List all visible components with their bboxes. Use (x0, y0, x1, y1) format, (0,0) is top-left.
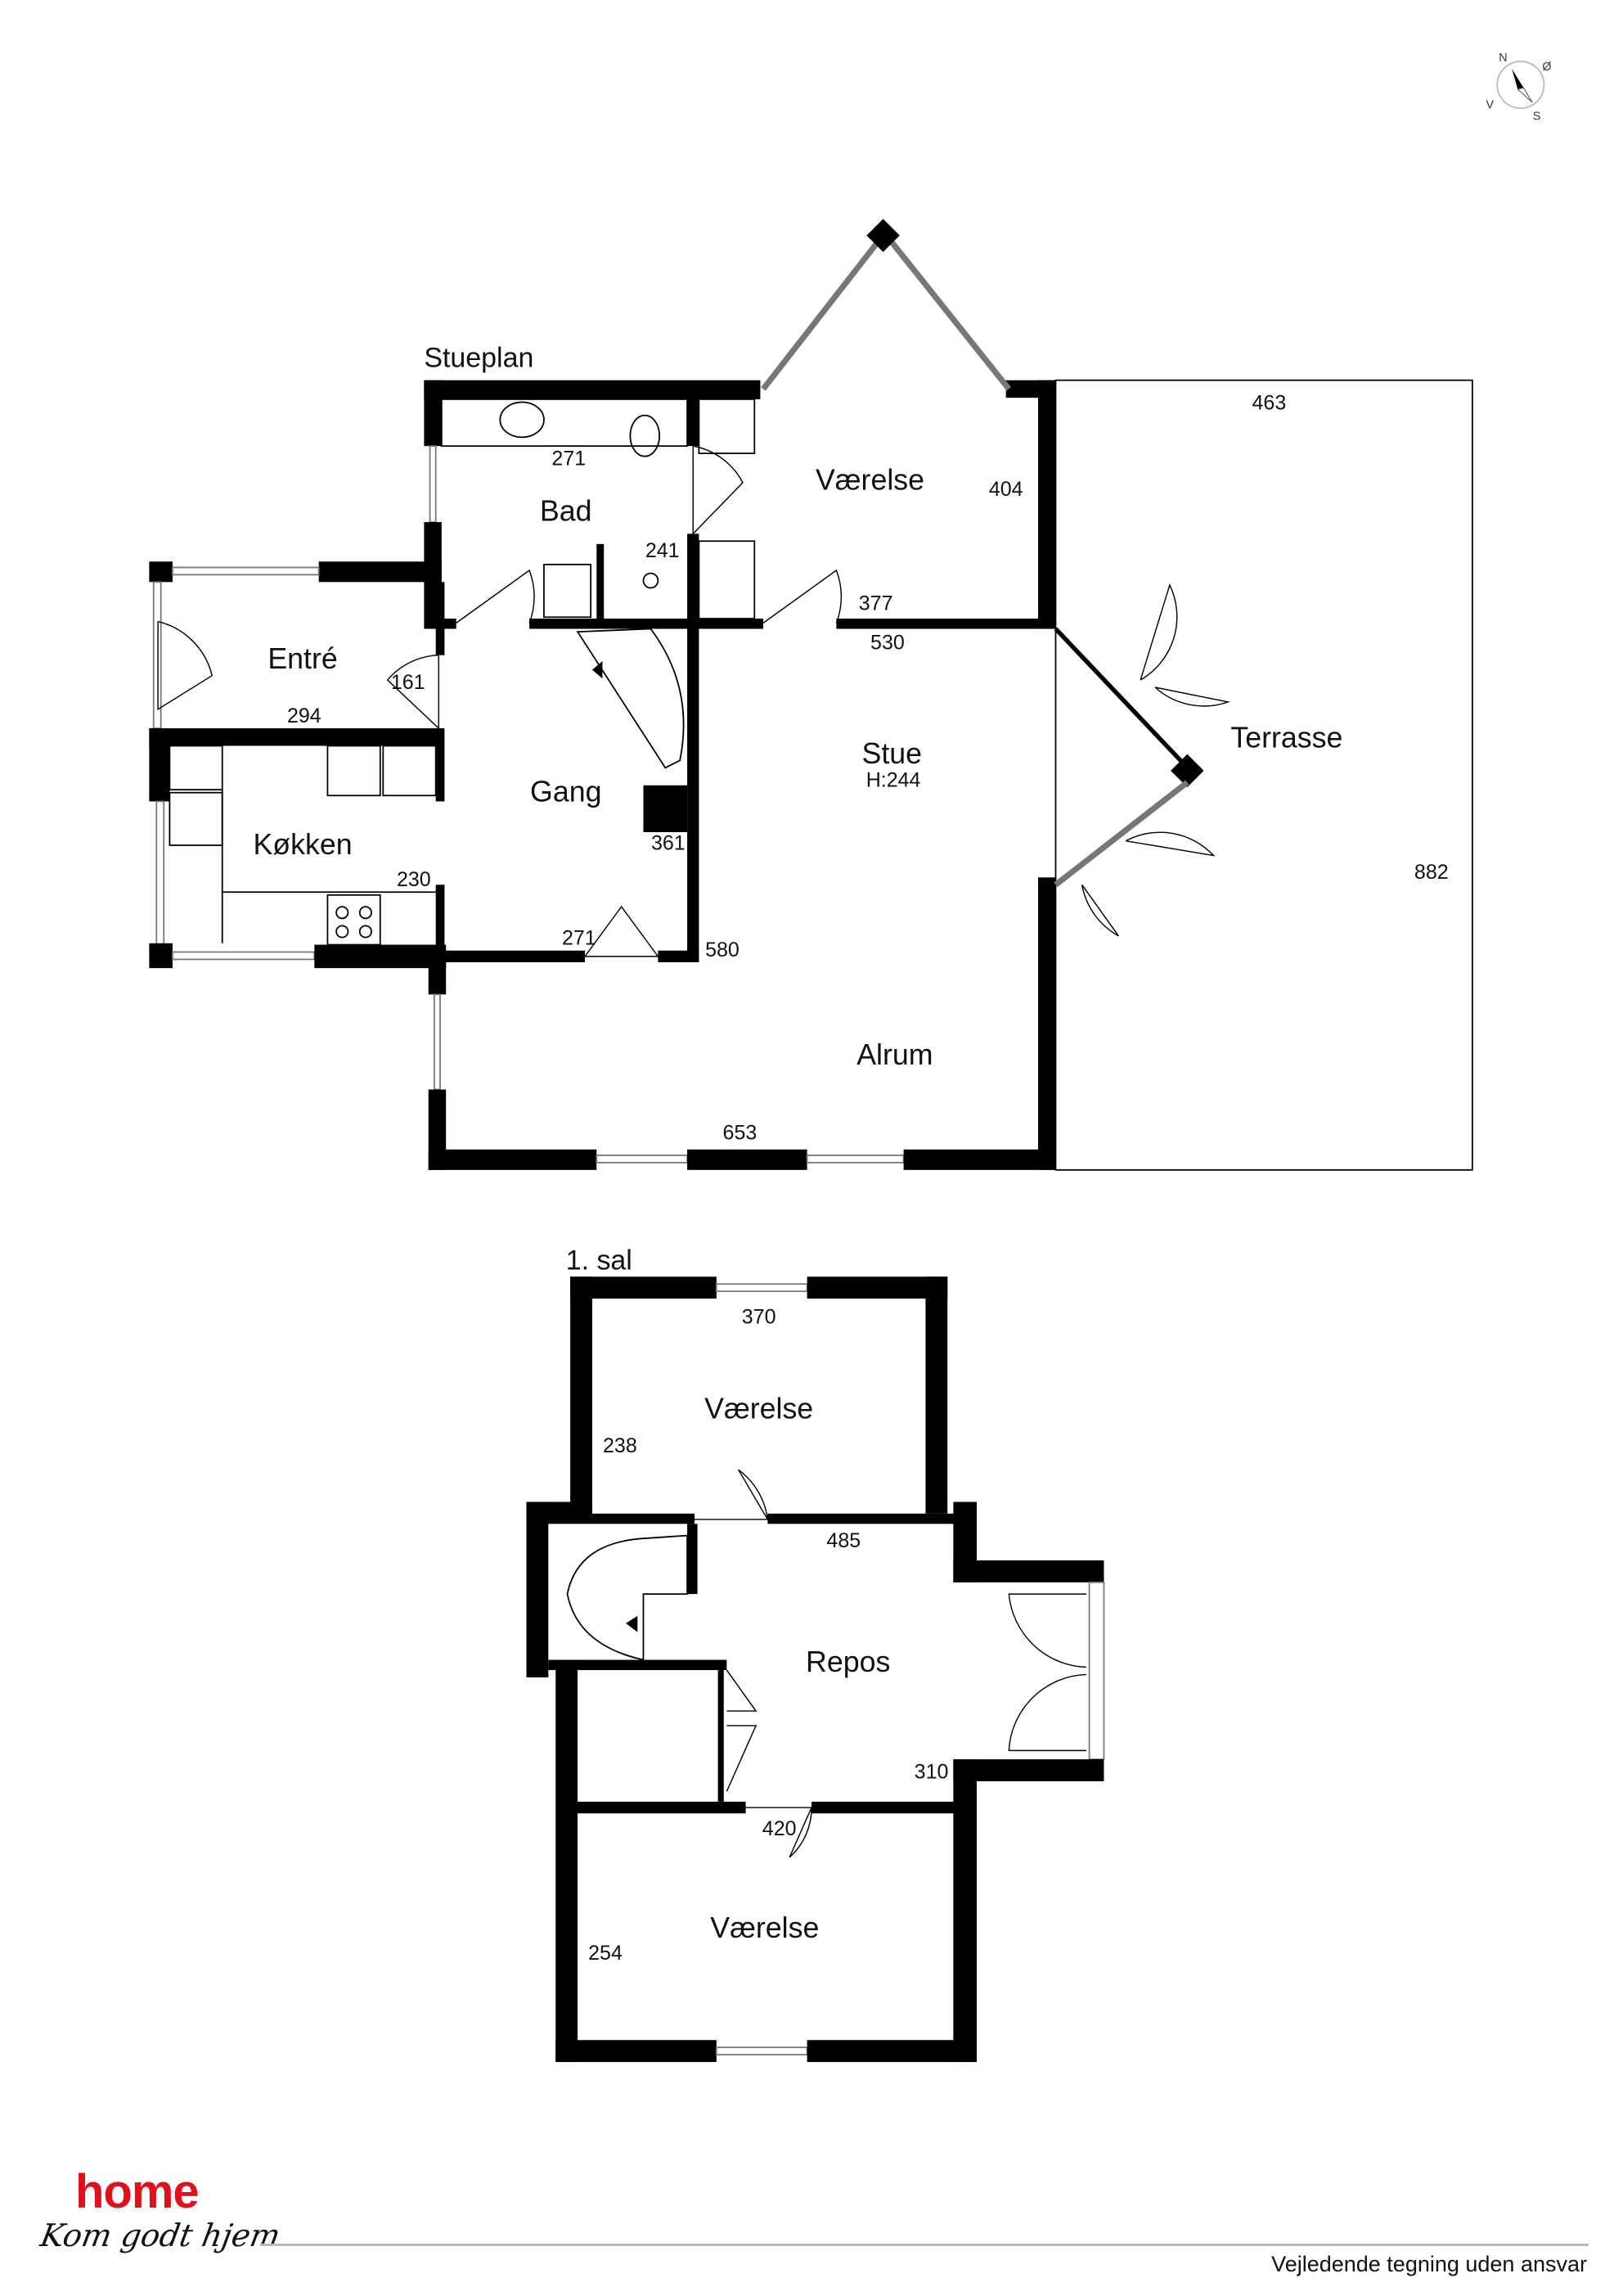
dimension: 241 (645, 539, 680, 562)
dimension: 271 (551, 447, 586, 470)
room-label-repos: Repos (806, 1645, 890, 1678)
doors (157, 445, 1231, 957)
svg-text:S: S (1533, 110, 1541, 124)
dimension: 294 (287, 705, 321, 727)
brand-slogan: Kom godt hjem (38, 2217, 283, 2253)
room-label-entre: Entré (268, 642, 337, 675)
kitchen-fixtures (169, 745, 437, 946)
brand-logo: home (75, 2165, 200, 2218)
dimension: 161 (391, 671, 425, 694)
dimension: 530 (870, 632, 905, 655)
floor-title: Stueplan (424, 343, 533, 374)
svg-text:V: V (1486, 98, 1495, 111)
walls (149, 218, 1204, 1170)
dimension: 377 (859, 592, 893, 615)
dimension: 271 (562, 927, 596, 950)
first-floor: 1. sal (526, 1245, 1105, 2063)
footer-divider (260, 2244, 1589, 2246)
ceiling-height: H:244 (866, 769, 921, 792)
dimension: 485 (826, 1529, 861, 1552)
ground-floor: Stueplan (149, 218, 1473, 1171)
dimension: 254 (588, 1942, 623, 1965)
disclaimer-text: Vejledende tegning uden ansvar (1271, 2252, 1587, 2276)
doors (695, 1469, 1087, 1858)
dimension: 370 (742, 1305, 776, 1328)
walls (526, 1276, 1105, 2063)
svg-text:Ø: Ø (1542, 61, 1551, 74)
spiral-stair (566, 1534, 688, 1661)
dimension: 230 (397, 868, 431, 891)
floor-title: 1. sal (566, 1245, 632, 1276)
spiral-stair (576, 628, 685, 769)
bathroom-fixtures (440, 398, 756, 619)
dimension: 882 (1414, 861, 1449, 884)
room-label-vaerelse: Værelse (816, 464, 924, 497)
dimension: 361 (651, 831, 686, 854)
room-label-vaerelse-bottom: Værelse (710, 1911, 819, 1944)
dimension: 310 (915, 1760, 949, 1783)
room-label-vaerelse-top: Værelse (704, 1393, 813, 1425)
dimension: 463 (1252, 391, 1287, 414)
dimension: 653 (723, 1121, 758, 1144)
room-label-alrum: Alrum (856, 1038, 933, 1071)
room-label-gang: Gang (530, 775, 601, 808)
svg-text:N: N (1499, 52, 1507, 65)
room-label-terrasse: Terrasse (1230, 721, 1342, 754)
room-label-koekken: Køkken (253, 828, 352, 861)
dimension: 404 (989, 478, 1023, 501)
dimension: 580 (705, 939, 740, 961)
dimension: 238 (603, 1434, 637, 1457)
compass-icon: N Ø S V (1486, 52, 1552, 123)
terrace-outline (1054, 379, 1473, 1171)
room-label-stue: Stue (862, 737, 923, 770)
room-label-bad: Bad (540, 494, 592, 527)
dimension: 420 (762, 1817, 797, 1840)
